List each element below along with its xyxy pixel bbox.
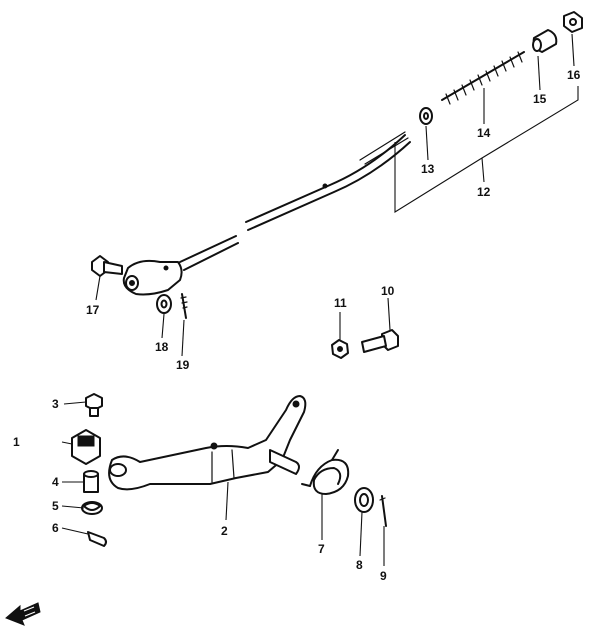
callout-13: 13 bbox=[421, 162, 435, 176]
callout-18: 18 bbox=[155, 340, 169, 354]
rod-end-bracket bbox=[122, 259, 183, 296]
callout-5: 5 bbox=[52, 499, 59, 513]
callout-7: 7 bbox=[318, 542, 325, 556]
washer-13 bbox=[419, 107, 433, 125]
callout-9: 9 bbox=[380, 569, 387, 583]
front-direction-arrow-icon bbox=[5, 602, 41, 626]
callout-6: 6 bbox=[52, 521, 59, 535]
nut-11 bbox=[331, 339, 349, 359]
bolt-10 bbox=[361, 329, 399, 353]
washer-8 bbox=[354, 487, 374, 513]
group-bracket-12 bbox=[394, 86, 579, 213]
rod-crimp-mark bbox=[322, 183, 328, 189]
sleeve-15 bbox=[532, 29, 558, 53]
callout-8: 8 bbox=[356, 558, 363, 572]
leader-lines bbox=[61, 33, 575, 566]
collar-4 bbox=[83, 470, 99, 493]
callout-15: 15 bbox=[533, 92, 547, 106]
pin-9 bbox=[379, 495, 387, 527]
bolt-3 bbox=[85, 393, 103, 417]
callout-4: 4 bbox=[52, 475, 59, 489]
callout-19: 19 bbox=[176, 358, 190, 372]
callout-11: 11 bbox=[334, 296, 347, 310]
nut-16 bbox=[563, 11, 583, 33]
callout-14: 14 bbox=[477, 126, 491, 140]
threaded-rod-14 bbox=[441, 51, 525, 105]
cotter-pin-19 bbox=[180, 293, 188, 319]
callout-3: 3 bbox=[52, 397, 59, 411]
callout-2: 2 bbox=[221, 524, 228, 538]
callout-16: 16 bbox=[567, 68, 581, 82]
lever-arm-2 bbox=[108, 395, 307, 491]
torsion-spring-7 bbox=[301, 449, 350, 495]
washer-18 bbox=[156, 294, 172, 314]
control-rod bbox=[179, 131, 411, 271]
cotter-pin-6 bbox=[87, 531, 107, 547]
bushing-1 bbox=[71, 429, 101, 465]
callout-10: 10 bbox=[381, 284, 395, 298]
callout-labels: 1 2 3 4 5 6 7 8 9 10 11 12 13 14 15 16 1… bbox=[13, 68, 581, 583]
spring-clip-5 bbox=[81, 501, 103, 515]
callout-17: 17 bbox=[86, 303, 100, 317]
callout-12: 12 bbox=[477, 185, 491, 199]
bolt-17 bbox=[91, 255, 123, 277]
callout-1: 1 bbox=[13, 435, 20, 449]
